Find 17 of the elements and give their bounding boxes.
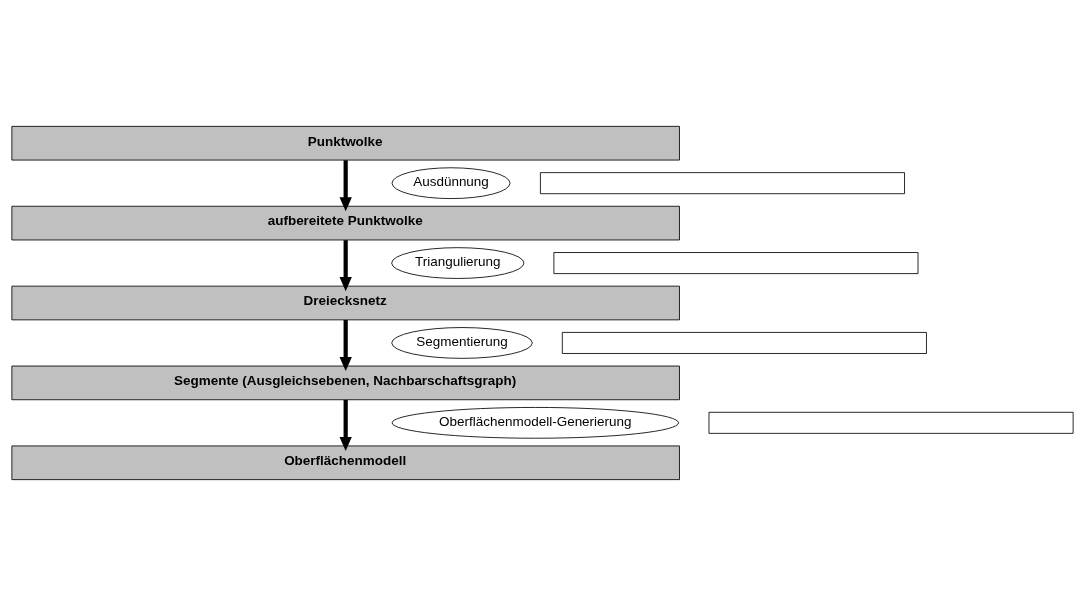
node-bar xyxy=(553,252,919,275)
arrow xyxy=(339,399,352,451)
node-bar xyxy=(708,411,1074,434)
node-box: Dreiecksnetz xyxy=(11,285,680,321)
node-bar xyxy=(561,332,927,354)
node-box: Punktwolke xyxy=(11,125,680,161)
node-box: aufbereitete Punktwolke xyxy=(11,205,680,241)
arrow xyxy=(339,240,352,292)
arrow xyxy=(339,160,352,212)
arrow xyxy=(339,320,352,372)
node-ellipse: Triangulierung xyxy=(391,247,525,279)
node-ellipse: Oberflächenmodell-Generierung xyxy=(391,407,679,439)
node-bar xyxy=(539,172,905,195)
node-ellipse: Ausdünnung xyxy=(391,167,511,199)
node-box: Segmente (Ausgleichsebenen, Nachbarschaftsgraph) xyxy=(11,365,680,401)
node-ellipse: Segmentierung xyxy=(391,327,533,359)
node-box: Oberflächenmodell xyxy=(11,445,680,481)
